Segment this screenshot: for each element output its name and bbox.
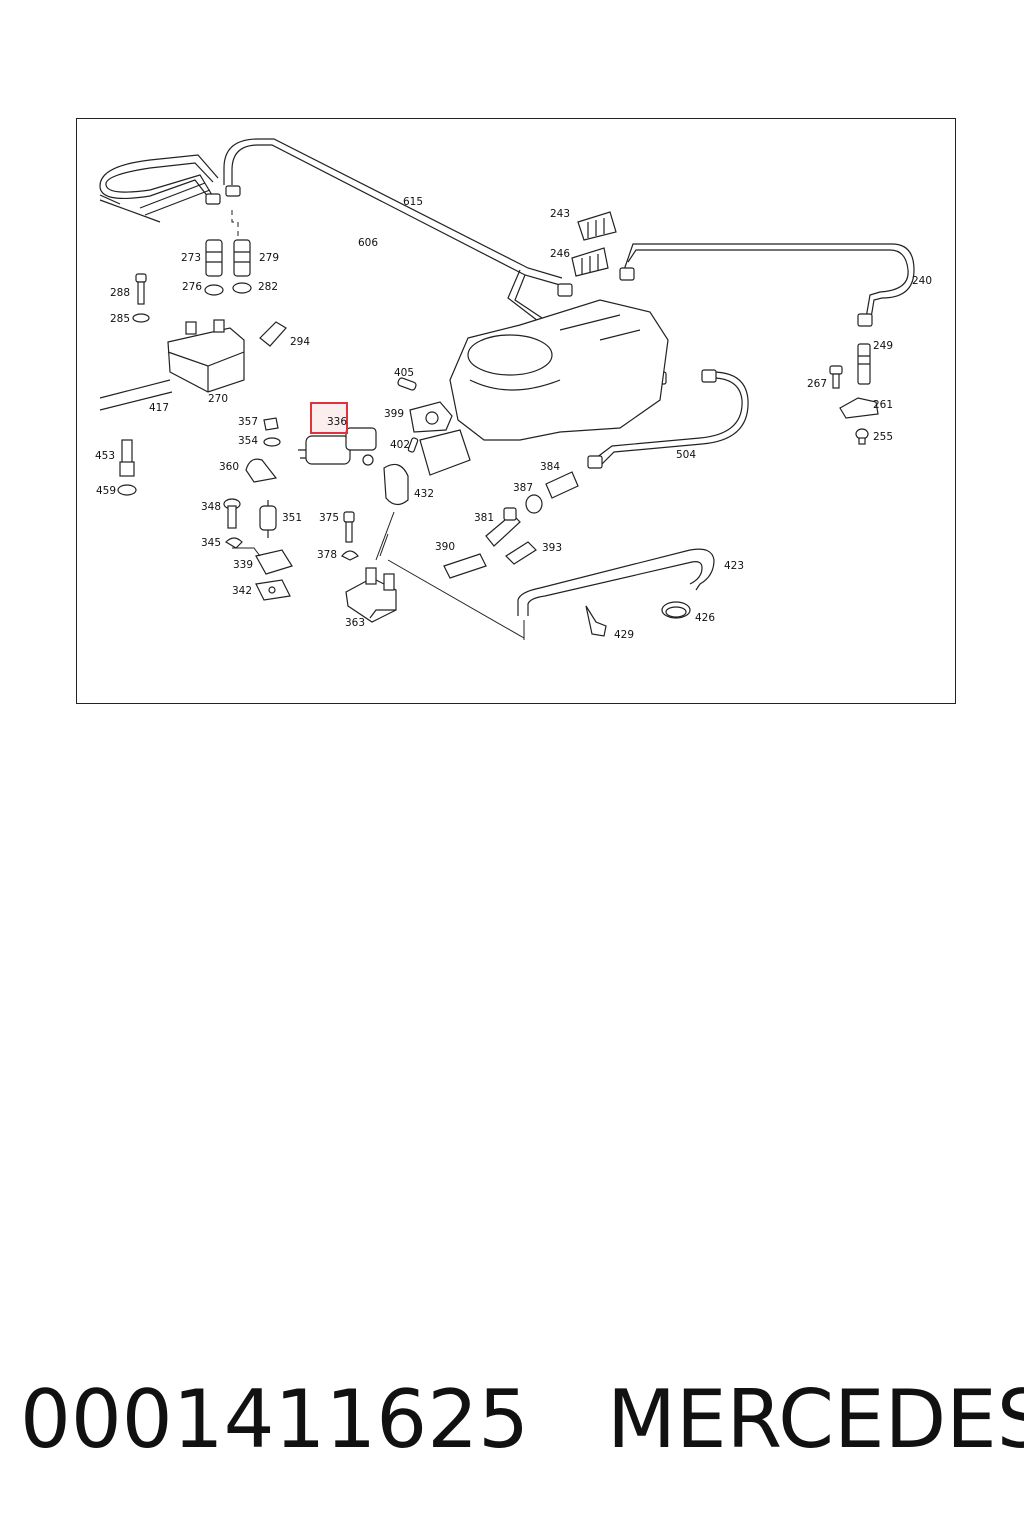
label-279[interactable]: 279 <box>259 252 279 264</box>
label-381[interactable]: 381 <box>474 512 494 524</box>
label-399[interactable]: 399 <box>384 408 404 420</box>
fitting-246[interactable] <box>571 247 609 277</box>
mount-351[interactable] <box>259 500 277 538</box>
hose-423[interactable] <box>517 548 715 616</box>
brand-name: MERCEDES <box>606 1373 1024 1466</box>
gasket-339-342[interactable] <box>255 549 293 601</box>
label-294[interactable]: 294 <box>290 336 310 348</box>
pin-402[interactable] <box>407 437 419 453</box>
bracket-429[interactable] <box>585 605 607 637</box>
label-345[interactable]: 345 <box>201 537 221 549</box>
bolt-348[interactable] <box>223 498 241 529</box>
hose-417[interactable] <box>99 379 173 411</box>
label-417[interactable]: 417 <box>149 402 169 414</box>
pin-405[interactable] <box>397 377 417 391</box>
label-459[interactable]: 459 <box>96 485 116 497</box>
label-243[interactable]: 243 <box>550 208 570 220</box>
valve-273-279[interactable] <box>205 239 251 277</box>
label-267[interactable]: 267 <box>807 378 827 390</box>
elbow-294[interactable] <box>259 321 287 347</box>
pressure-regulator-270[interactable] <box>167 319 245 393</box>
label-276[interactable]: 276 <box>182 281 202 293</box>
part-labels: 615 606 243 246 240 273 279 276 282 288 … <box>95 196 932 641</box>
label-285[interactable]: 285 <box>110 313 130 325</box>
connector-399[interactable] <box>409 401 453 433</box>
clip-345[interactable] <box>225 537 243 549</box>
label-336[interactable]: 336 <box>327 416 347 428</box>
hose-432[interactable] <box>383 463 409 506</box>
nut-357-washer-354[interactable] <box>263 417 281 447</box>
label-432[interactable]: 432 <box>414 488 434 500</box>
washer-387[interactable] <box>525 494 543 514</box>
label-246[interactable]: 246 <box>550 248 570 260</box>
label-387[interactable]: 387 <box>513 482 533 494</box>
label-405[interactable]: 405 <box>394 367 414 379</box>
plug-393[interactable] <box>505 541 537 565</box>
leader-lines <box>231 210 525 640</box>
label-384[interactable]: 384 <box>540 461 560 473</box>
idle-valve-336[interactable] <box>298 427 377 466</box>
valve-249[interactable] <box>857 343 871 385</box>
fuel-line-504[interactable] <box>595 371 749 467</box>
label-429[interactable]: 429 <box>614 629 634 641</box>
label-339[interactable]: 339 <box>233 559 253 571</box>
label-402[interactable]: 402 <box>390 439 410 451</box>
bolt-375-clip-378[interactable] <box>341 511 359 561</box>
fuel-line-240[interactable] <box>623 243 915 319</box>
sensor-453-washer-459[interactable] <box>117 439 137 496</box>
label-255[interactable]: 255 <box>873 431 893 443</box>
label-240[interactable]: 240 <box>912 275 932 287</box>
sensor-381[interactable] <box>485 507 521 547</box>
label-615[interactable]: 615 <box>403 196 423 208</box>
footer-caption: 0001411625 MERCEDES <box>20 1372 1024 1468</box>
gasket-390[interactable] <box>443 553 487 579</box>
fitting-384[interactable] <box>545 471 579 499</box>
throttle-body[interactable] <box>419 299 669 476</box>
fuel-line-615-606[interactable] <box>99 138 563 335</box>
label-363[interactable]: 363 <box>345 617 365 629</box>
highlight-box-336 <box>310 402 348 434</box>
label-423[interactable]: 423 <box>724 560 744 572</box>
label-360[interactable]: 360 <box>219 461 239 473</box>
label-249[interactable]: 249 <box>873 340 893 352</box>
part-number: 0001411625 <box>20 1373 529 1466</box>
label-348[interactable]: 348 <box>201 501 221 513</box>
cap-255[interactable] <box>855 428 869 445</box>
label-375[interactable]: 375 <box>319 512 339 524</box>
label-357[interactable]: 357 <box>238 416 258 428</box>
label-282[interactable]: 282 <box>258 281 278 293</box>
bracket-261[interactable] <box>839 397 879 419</box>
bolt-267[interactable] <box>829 365 843 389</box>
label-270[interactable]: 270 <box>208 393 228 405</box>
housing-363[interactable] <box>345 567 397 623</box>
label-453[interactable]: 453 <box>95 450 115 462</box>
label-606[interactable]: 606 <box>358 237 378 249</box>
label-390[interactable]: 390 <box>435 541 455 553</box>
clamp-426[interactable] <box>661 601 691 619</box>
label-288[interactable]: 288 <box>110 287 130 299</box>
label-261[interactable]: 261 <box>873 399 893 411</box>
label-342[interactable]: 342 <box>232 585 252 597</box>
clamp-360[interactable] <box>245 458 278 483</box>
bolt-288-washer-285[interactable] <box>132 273 150 323</box>
label-504[interactable]: 504 <box>676 449 696 461</box>
label-426[interactable]: 426 <box>695 612 715 624</box>
label-393[interactable]: 393 <box>542 542 562 554</box>
washers-276-282[interactable] <box>204 282 252 296</box>
label-273[interactable]: 273 <box>181 252 201 264</box>
label-351[interactable]: 351 <box>282 512 302 524</box>
label-354[interactable]: 354 <box>238 435 258 447</box>
fitting-243[interactable] <box>577 211 617 241</box>
label-378[interactable]: 378 <box>317 549 337 561</box>
